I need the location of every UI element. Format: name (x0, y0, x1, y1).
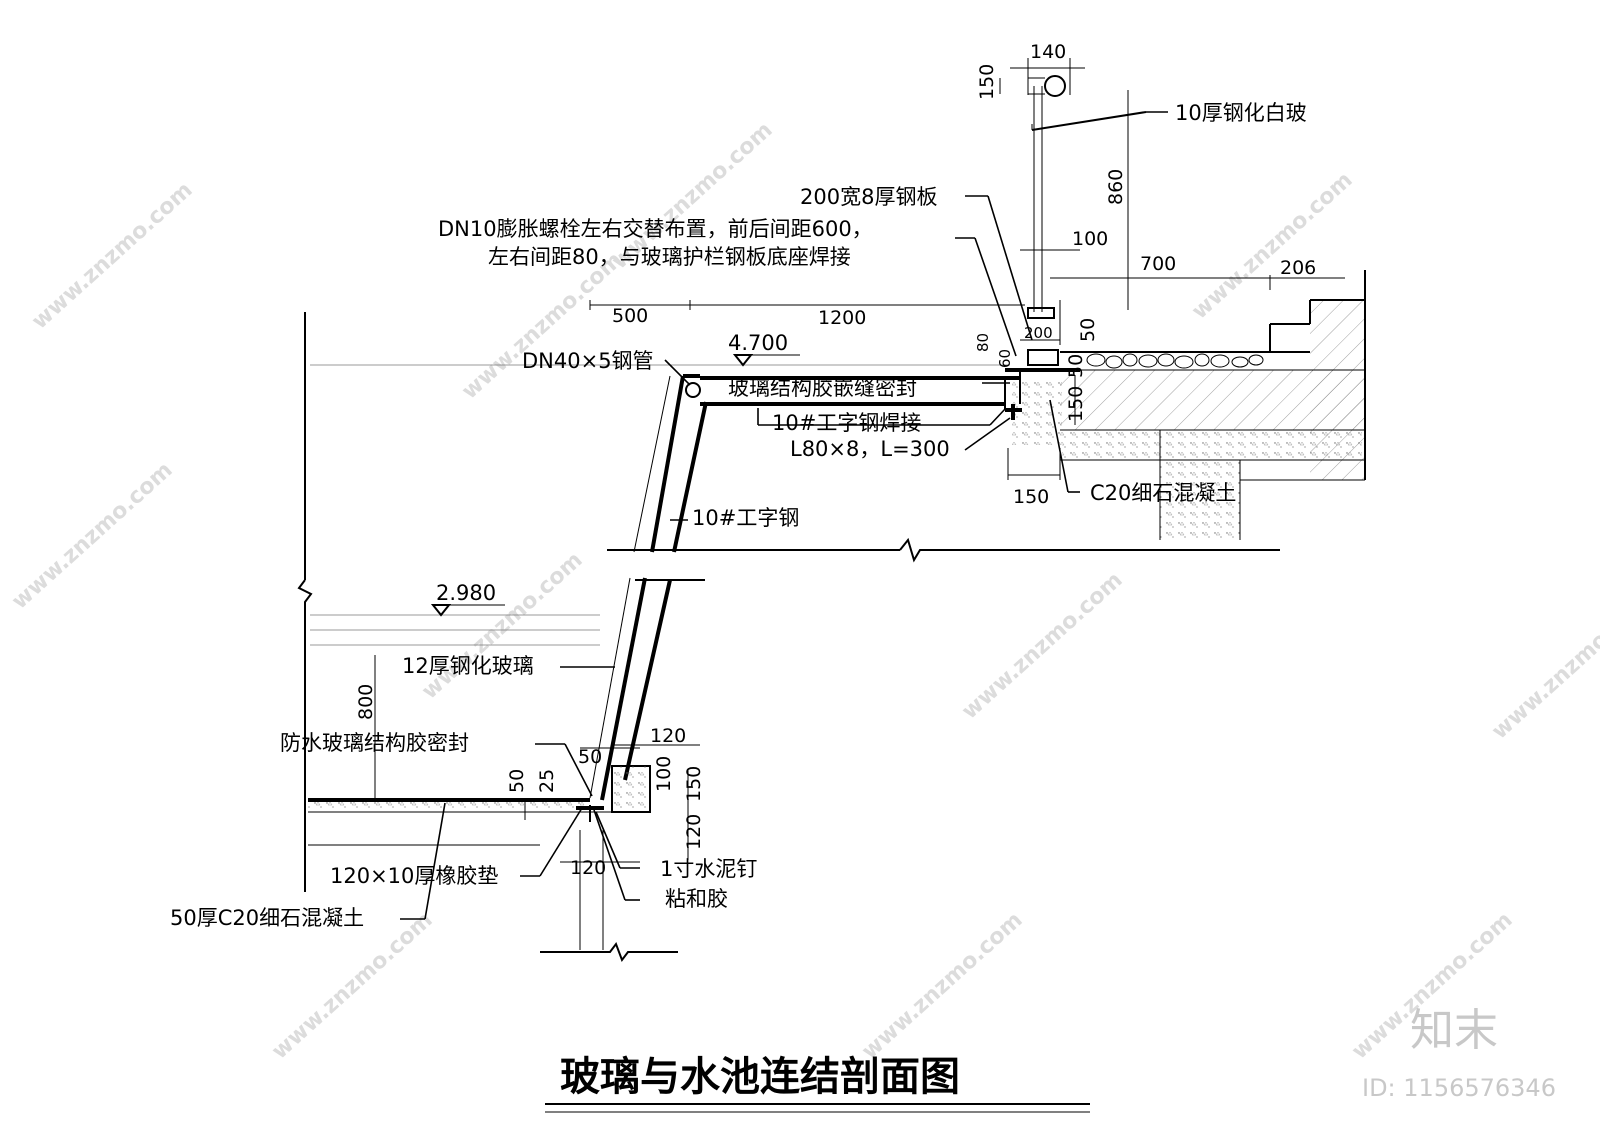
dn40-pipe (685, 382, 701, 398)
drawing-title: 玻璃与水池连结剖面图 (560, 1054, 960, 1100)
pebbles (1086, 353, 1264, 369)
handrail-tube (1044, 75, 1066, 97)
label-glass-top: 10厚钢化白玻 (1175, 101, 1307, 125)
watermark: www.znzmo.com (417, 548, 587, 705)
dim-700: 700 (1140, 253, 1176, 275)
label-concrete-right: C20细石混凝土 (1090, 481, 1236, 505)
label-pipe: DN40×5钢管 (522, 349, 654, 373)
label-rubber-pad: 120×10厚橡胶垫 (330, 864, 498, 888)
watermark: www.znzmo.com (457, 248, 627, 405)
upper-deck (310, 364, 1280, 581)
label-i-beam-weld: 10#工字钢焊接 (772, 411, 921, 435)
dim-50-right: 50 (1077, 318, 1099, 342)
dim-150-bottom: 150 (1013, 486, 1049, 508)
dim-120-bottom: 120 (570, 857, 606, 879)
pool-section (297, 312, 678, 963)
dim-860: 860 (1105, 169, 1127, 205)
dim-150-top: 150 (976, 64, 998, 100)
dim-500: 500 (612, 305, 648, 327)
dim-60: 60 (996, 349, 1014, 368)
label-nail: 1寸水泥钉 (660, 857, 757, 881)
dim-800: 800 (355, 684, 377, 720)
image-id: ID: 1156576346 (1362, 1074, 1556, 1102)
dim-150-right: 150 (1065, 386, 1087, 422)
dimension-lines (374, 58, 1345, 863)
label-waterproof-seal: 防水玻璃结构胶密封 (280, 731, 469, 755)
dim-200: 200 (1024, 324, 1053, 342)
dim-50-left-2: 50 (506, 769, 528, 793)
dim-50-left: 50 (578, 746, 602, 768)
label-i-beam: 10#工字钢 (692, 506, 799, 530)
label-glass-12: 12厚钢化玻璃 (402, 654, 534, 678)
watermark: www.znzmo.com (957, 568, 1127, 725)
watermark: www.znzmo.com (857, 908, 1027, 1065)
dim-206: 206 (1280, 257, 1316, 279)
watermark: www.znzmo.com (1487, 588, 1600, 745)
elevation-lower: 2.980 (436, 581, 496, 605)
elevation-markers (430, 354, 800, 617)
dim-25: 25 (536, 769, 558, 793)
brand-logo: 知末 (1410, 1005, 1498, 1056)
label-bolt-line1: DN10膨胀螺栓左右交替布置，前后间距600， (438, 217, 873, 241)
dim-120-top: 120 (650, 725, 686, 747)
inclined-members (589, 375, 708, 801)
label-concrete-left: 50厚C20细石混凝土 (170, 906, 364, 930)
label-adhesive: 粘和胶 (665, 887, 728, 911)
dim-140: 140 (1030, 41, 1066, 63)
leader-lines (400, 111, 1168, 920)
dim-100-left: 100 (653, 756, 675, 792)
dim-50-right-2: 50 (1065, 354, 1087, 378)
elevation-upper: 4.700 (728, 331, 788, 355)
railing-assembly (1005, 75, 1147, 372)
dim-1200: 1200 (818, 307, 866, 329)
dim-100: 100 (1072, 228, 1108, 250)
label-sealant-joint: 玻璃结构胶嵌缝密封 (728, 376, 917, 400)
label-angle-steel: L80×8，L=300 (790, 437, 950, 461)
watermark: www.znzmo.com (267, 908, 437, 1065)
watermark: www.znzmo.com (7, 458, 177, 615)
label-bolt-line2: 左右间距80，与玻璃护栏钢板底座焊接 (488, 245, 851, 269)
dim-80: 80 (974, 333, 992, 352)
watermark: www.znzmo.com (27, 178, 197, 335)
dim-120-left: 120 (683, 814, 705, 850)
planter-structure (1012, 270, 1366, 540)
dim-150-left: 150 (683, 766, 705, 802)
label-steel-plate: 200宽8厚钢板 (800, 185, 937, 209)
